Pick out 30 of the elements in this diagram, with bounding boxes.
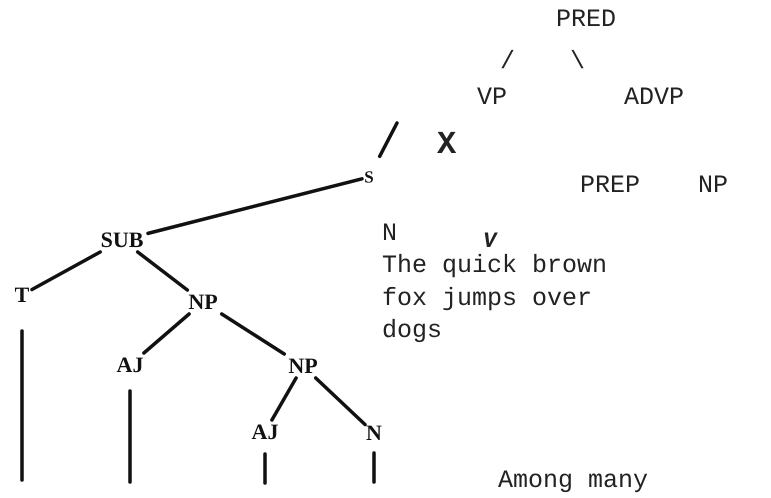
tree-node-label: N xyxy=(366,422,382,444)
tree-branch xyxy=(20,329,24,482)
tree-branch xyxy=(146,177,364,236)
text-label: ADVP xyxy=(624,82,684,114)
text-label: PREP xyxy=(580,170,640,202)
tree-node-label: AJ xyxy=(116,354,144,376)
tree-branch xyxy=(128,389,132,484)
tree-branch xyxy=(30,250,102,292)
tree-branch xyxy=(263,452,267,485)
text-label: X xyxy=(437,125,456,165)
text-label: VP xyxy=(477,82,508,114)
text-label: PRED xyxy=(556,4,616,36)
tree-branch xyxy=(136,250,190,292)
tree-node-label: NP xyxy=(288,355,318,377)
tree-node-label: AJ xyxy=(252,421,278,443)
tree-branch xyxy=(314,376,367,426)
slash-stroke xyxy=(378,121,399,158)
tree-branch xyxy=(372,451,376,484)
tree-branch xyxy=(142,312,191,355)
text-label: N xyxy=(382,218,398,250)
text-label: \ xyxy=(570,46,586,78)
tree-node-label: S xyxy=(364,168,374,186)
tree-node-label: NP xyxy=(188,291,218,313)
text-label: / xyxy=(500,46,516,78)
tree-node-label: SUB xyxy=(100,229,144,251)
tree-node-label: T xyxy=(14,284,30,306)
tree-branch xyxy=(270,376,298,422)
text-label: NP xyxy=(698,170,728,202)
tree-branch xyxy=(220,312,286,356)
text-label: Among many xyxy=(498,465,648,497)
